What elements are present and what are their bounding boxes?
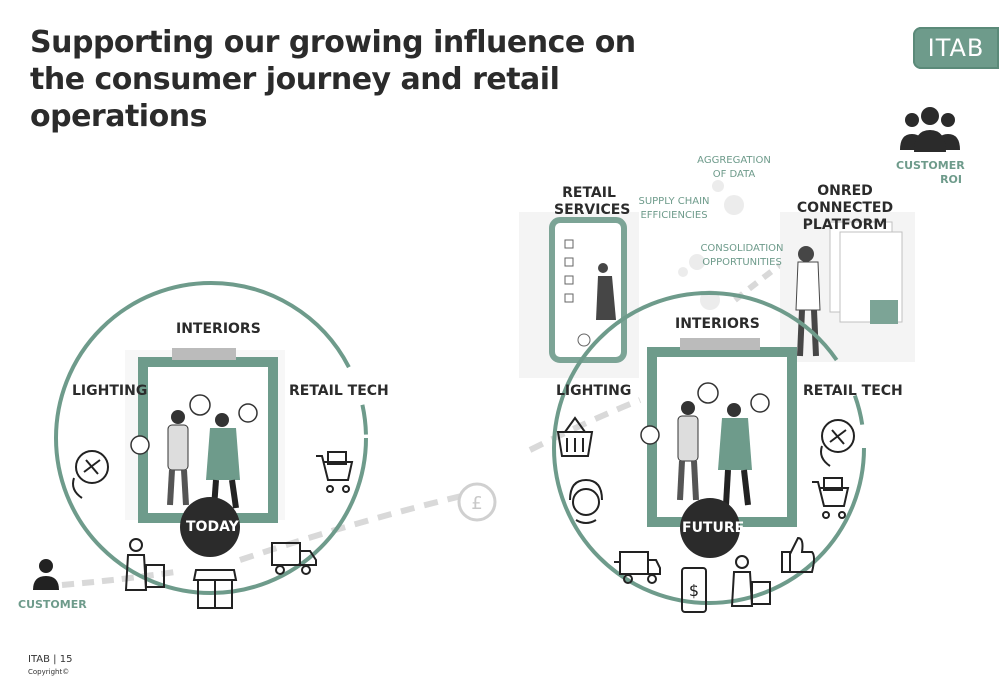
basket-icon [556,416,594,457]
future-badge-label: FUTURE [682,520,745,536]
headset-agent-icon [569,478,603,524]
today-circle [54,281,368,595]
phone-tools-icon-left [72,450,109,499]
consolidation-note: CONSOLIDATION OPPORTUNITIES [700,243,784,268]
thumbs-up-icon [781,536,815,573]
truck-icon-right [614,551,661,584]
platform-illustration [780,212,915,362]
today-badge [180,497,240,557]
customer-icon-left [33,559,59,590]
svg-text:$: $ [689,581,699,600]
today-badge-label: TODAY [186,519,239,535]
customer-left-label: CUSTOMER [18,598,87,611]
currency-pound-icon: £ [457,482,497,522]
mobile-payment-icon: $ [681,567,707,613]
supply-chain-note: SUPPLY CHAIN EFFICIENCIES [638,196,710,221]
customer-roi-label: CUSTOMER ROI [896,159,965,186]
cart-icon-right [812,477,850,519]
future-badge [680,498,740,558]
today-lighting-label: LIGHTING [72,383,148,399]
future-circle [552,291,866,605]
storefront-icon [192,569,238,609]
cart-icon-left [316,451,354,493]
svg-text:£: £ [471,493,482,514]
today-retail-tech-label: RETAIL TECH [289,383,389,399]
future-retail-tech-label: RETAIL TECH [803,383,903,399]
store-illustration-future [640,338,797,527]
phone-tools-icon-right [820,419,855,467]
customer-path-right [528,397,642,453]
delivery-person-icon-right [730,555,771,607]
today-interiors-label: INTERIORS [176,321,261,337]
platform-label: ONRED CONNECTED PLATFORM [796,183,894,233]
future-lighting-label: LIGHTING [556,383,632,399]
copyright-text: Copyright© [28,668,70,676]
page-title: Supporting our growing influence on the … [30,25,636,134]
customer-path-middle [239,491,471,563]
store-illustration-today [125,348,285,523]
future-interiors-label: INTERIORS [675,316,760,332]
retail-services-label: RETAIL SERVICES [554,185,631,218]
itab-logo: ITAB [913,27,999,69]
customer-group-icon [900,107,960,152]
aggregation-note: AGGREGATION OF DATA [697,155,771,180]
truck-icon-left [271,542,317,575]
page-footer: ITAB | 15 [28,654,73,665]
retail-services-illustration [519,212,639,378]
delivery-person-icon-left [124,538,165,591]
